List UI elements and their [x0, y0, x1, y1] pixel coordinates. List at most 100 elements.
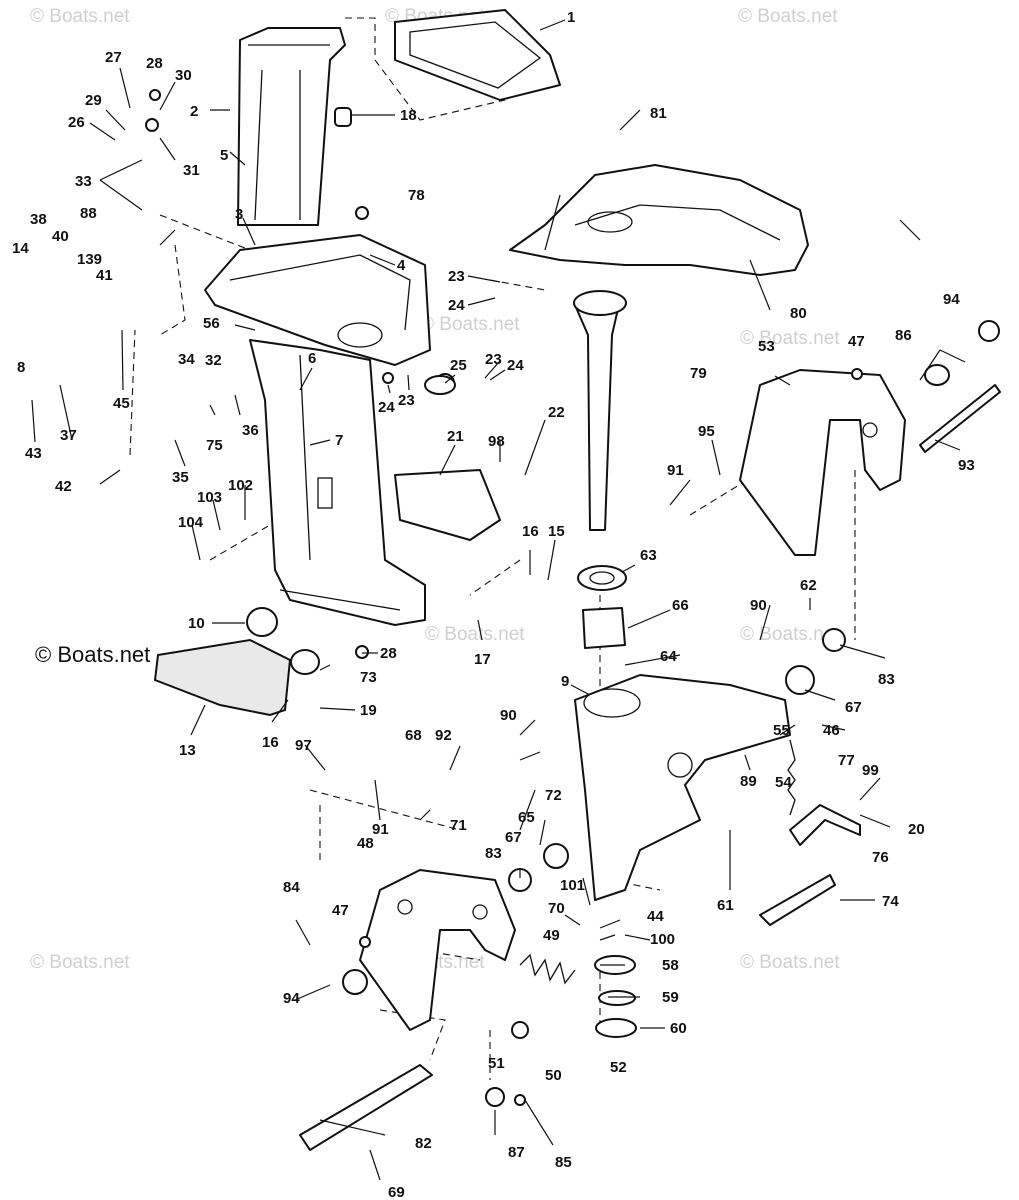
callout-92[interactable]: 92 — [435, 727, 452, 744]
callout-14[interactable]: 14 — [12, 240, 29, 257]
callout-6[interactable]: 6 — [308, 350, 316, 367]
callout-22[interactable]: 22 — [548, 404, 565, 421]
callout-27[interactable]: 27 — [105, 49, 122, 66]
callout-71[interactable]: 71 — [450, 817, 467, 834]
callout-28b[interactable]: 28 — [380, 645, 397, 662]
callout-66[interactable]: 66 — [672, 597, 689, 614]
callout-23b[interactable]: 23 — [485, 351, 502, 368]
callout-139[interactable]: 139 — [77, 251, 102, 268]
callout-102[interactable]: 102 — [228, 477, 253, 494]
callout-51[interactable]: 51 — [488, 1055, 505, 1072]
callout-58[interactable]: 58 — [662, 957, 679, 974]
callout-61[interactable]: 61 — [717, 897, 734, 914]
callout-24c[interactable]: 24 — [378, 399, 395, 416]
callout-37[interactable]: 37 — [60, 427, 77, 444]
callout-16a[interactable]: 16 — [522, 523, 539, 540]
callout-70[interactable]: 70 — [548, 900, 565, 917]
callout-34[interactable]: 34 — [178, 351, 195, 368]
callout-90b[interactable]: 90 — [500, 707, 517, 724]
callout-18[interactable]: 18 — [400, 107, 417, 124]
callout-19[interactable]: 19 — [360, 702, 377, 719]
callout-26[interactable]: 26 — [68, 114, 85, 131]
callout-23c[interactable]: 23 — [398, 392, 415, 409]
callout-43[interactable]: 43 — [25, 445, 42, 462]
callout-41[interactable]: 41 — [96, 267, 113, 284]
callout-42[interactable]: 42 — [55, 478, 72, 495]
callout-52[interactable]: 52 — [610, 1059, 627, 1076]
callout-21[interactable]: 21 — [447, 428, 464, 445]
callout-79[interactable]: 79 — [690, 365, 707, 382]
callout-103[interactable]: 103 — [197, 489, 222, 506]
callout-29[interactable]: 29 — [85, 92, 102, 109]
callout-7[interactable]: 7 — [335, 432, 343, 449]
callout-77[interactable]: 77 — [838, 752, 855, 769]
callout-83b[interactable]: 83 — [485, 845, 502, 862]
callout-67a[interactable]: 67 — [845, 699, 862, 716]
callout-84[interactable]: 84 — [283, 879, 300, 896]
callout-55[interactable]: 55 — [773, 722, 790, 739]
callout-60[interactable]: 60 — [670, 1020, 687, 1037]
callout-48[interactable]: 48 — [357, 835, 374, 852]
callout-94b[interactable]: 94 — [283, 990, 300, 1007]
callout-65[interactable]: 65 — [518, 809, 535, 826]
callout-83a[interactable]: 83 — [878, 671, 895, 688]
callout-33[interactable]: 33 — [75, 173, 92, 190]
callout-49[interactable]: 49 — [543, 927, 560, 944]
callout-13[interactable]: 13 — [179, 742, 196, 759]
callout-53[interactable]: 53 — [758, 338, 775, 355]
callout-68[interactable]: 68 — [405, 727, 422, 744]
callout-100[interactable]: 100 — [650, 931, 675, 948]
callout-1[interactable]: 1 — [567, 9, 575, 26]
callout-94a[interactable]: 94 — [943, 291, 960, 308]
callout-93[interactable]: 93 — [958, 457, 975, 474]
callout-78[interactable]: 78 — [408, 187, 425, 204]
callout-64[interactable]: 64 — [660, 648, 677, 665]
callout-16b[interactable]: 16 — [262, 734, 279, 751]
callout-74[interactable]: 74 — [882, 893, 899, 910]
callout-38[interactable]: 38 — [30, 211, 47, 228]
callout-63[interactable]: 63 — [640, 547, 657, 564]
callout-46[interactable]: 46 — [823, 722, 840, 739]
callout-87[interactable]: 87 — [508, 1144, 525, 1161]
callout-104[interactable]: 104 — [178, 514, 204, 531]
callout-23a[interactable]: 23 — [448, 268, 465, 285]
callout-86[interactable]: 86 — [895, 327, 912, 344]
callout-72[interactable]: 72 — [545, 787, 562, 804]
callout-101[interactable]: 101 — [560, 877, 585, 894]
callout-40[interactable]: 40 — [52, 228, 69, 245]
callout-15[interactable]: 15 — [548, 523, 565, 540]
callout-88[interactable]: 88 — [80, 205, 97, 222]
callout-59[interactable]: 59 — [662, 989, 679, 1006]
callout-73[interactable]: 73 — [360, 669, 377, 686]
callout-28a[interactable]: 28 — [146, 55, 163, 72]
callout-24b[interactable]: 24 — [507, 357, 524, 374]
callout-47b[interactable]: 47 — [332, 902, 349, 919]
callout-47a[interactable]: 47 — [848, 333, 865, 350]
callout-56[interactable]: 56 — [203, 315, 220, 332]
callout-5[interactable]: 5 — [220, 147, 228, 164]
callout-31[interactable]: 31 — [183, 162, 200, 179]
callout-45[interactable]: 45 — [113, 395, 130, 412]
callout-25[interactable]: 25 — [450, 357, 467, 374]
callout-69[interactable]: 69 — [388, 1184, 405, 1200]
callout-24a[interactable]: 24 — [448, 297, 465, 314]
callout-8[interactable]: 8 — [17, 359, 25, 376]
callout-76[interactable]: 76 — [872, 849, 889, 866]
callout-2[interactable]: 2 — [190, 103, 198, 120]
callout-10[interactable]: 10 — [188, 615, 205, 632]
callout-85[interactable]: 85 — [555, 1154, 572, 1171]
callout-62[interactable]: 62 — [800, 577, 817, 594]
callout-89[interactable]: 89 — [740, 773, 757, 790]
callout-67b[interactable]: 67 — [505, 829, 522, 846]
callout-99[interactable]: 99 — [862, 762, 879, 779]
callout-44[interactable]: 44 — [647, 908, 664, 925]
callout-4[interactable]: 4 — [397, 257, 406, 274]
callout-20[interactable]: 20 — [908, 821, 925, 838]
callout-36[interactable]: 36 — [242, 422, 259, 439]
callout-98[interactable]: 98 — [488, 433, 505, 450]
callout-30[interactable]: 30 — [175, 67, 192, 84]
callout-17[interactable]: 17 — [474, 651, 491, 668]
callout-3[interactable]: 3 — [235, 206, 243, 223]
callout-97[interactable]: 97 — [295, 737, 312, 754]
callout-32[interactable]: 32 — [205, 352, 222, 369]
